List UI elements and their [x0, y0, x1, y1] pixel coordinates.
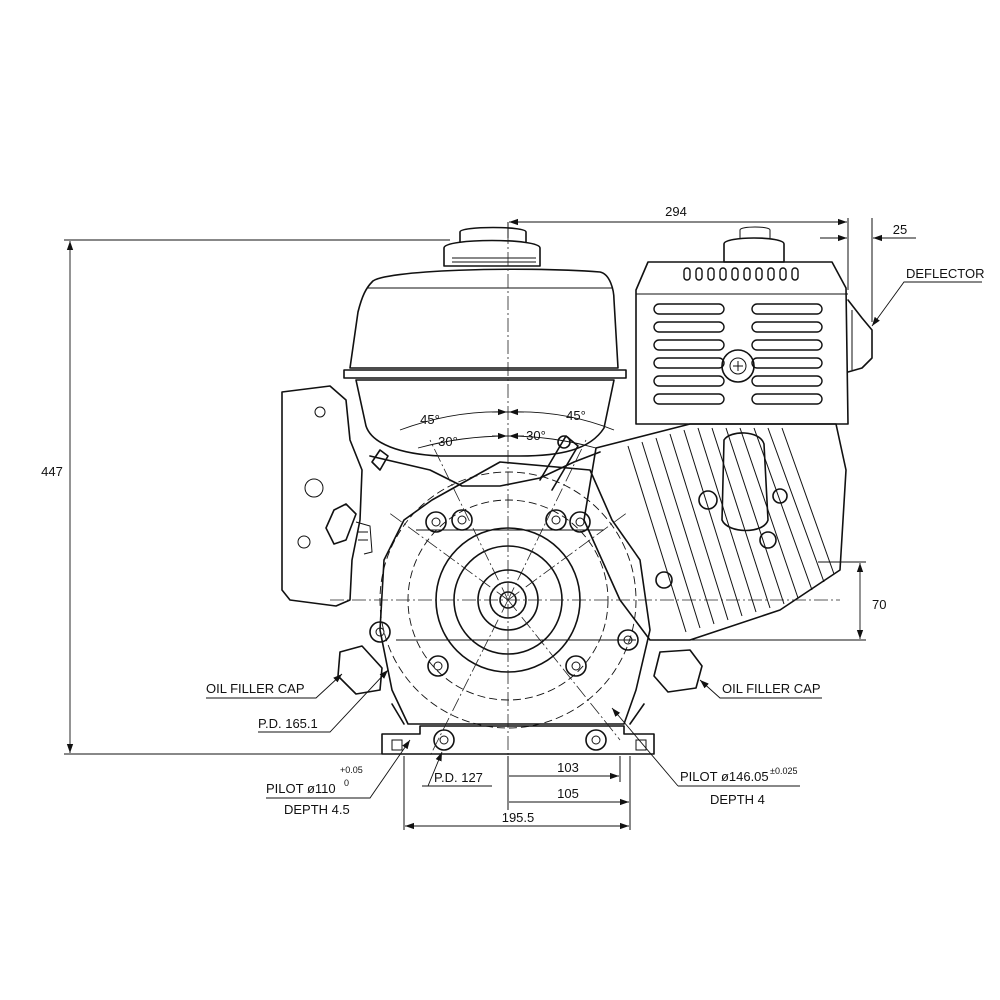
depth-4-label: DEPTH 4: [710, 792, 765, 807]
pilot-146-label: PILOT ø146.05: [680, 769, 769, 784]
dim-195-5: 195.5: [502, 810, 535, 825]
leader-lines: [206, 281, 982, 799]
dimension-labels: 294 25 447 70 103 105 195.5: [41, 204, 907, 825]
muffler: [635, 226, 849, 425]
base-flange: [381, 703, 655, 755]
dim-105: 105: [557, 786, 579, 801]
oil-filler-cap-right-label: OIL FILLER CAP: [722, 681, 821, 696]
engine-outline: [281, 226, 873, 755]
muffler-left-louvres: [653, 303, 725, 405]
angle-labels: 45° 45° 30° 30°: [420, 408, 586, 449]
oil-filler-cap-left-label: OIL FILLER CAP: [206, 681, 305, 696]
dim-103: 103: [557, 760, 579, 775]
callout-labels: DEFLECTOR OIL FILLER CAP OIL FILLER CAP …: [206, 266, 985, 817]
pd-127-label: P.D. 127: [434, 770, 483, 785]
angle-arcs: [399, 408, 615, 449]
fuel-tank: [343, 268, 627, 457]
dim-294: 294: [665, 204, 687, 219]
side-bracket-plate: [281, 385, 363, 607]
pilot-110-tol-lower: 0: [344, 778, 349, 788]
angle-right-30: 30°: [526, 428, 546, 443]
deflector: [847, 299, 873, 373]
fuel-cap: [443, 226, 541, 267]
muffler-top-slots: [683, 267, 799, 281]
dim-70: 70: [872, 597, 886, 612]
center-lines: [330, 230, 840, 800]
muffler-right-louvres: [751, 303, 823, 405]
oil-filler-cap-left-shape: [337, 645, 383, 695]
depth-4-5-label: DEPTH 4.5: [284, 802, 350, 817]
pd-165-label: P.D. 165.1: [258, 716, 318, 731]
oil-filler-cap-right-shape: [653, 649, 703, 693]
dim-25: 25: [893, 222, 907, 237]
bolt-bosses: [369, 509, 639, 751]
angle-right-45: 45°: [566, 408, 586, 423]
pilot-110-tol-upper: +0.05: [340, 765, 363, 775]
dimension-lines: [64, 218, 916, 830]
governor-linkage: [325, 435, 601, 555]
dim-447: 447: [41, 464, 63, 479]
cylinder-fins: [583, 423, 847, 641]
pilot-110-label: PILOT ø110: [266, 781, 336, 796]
deflector-label: DEFLECTOR: [906, 266, 985, 281]
angle-left-30: 30°: [438, 434, 458, 449]
angle-left-45: 45°: [420, 412, 440, 427]
crankcase: [379, 461, 651, 725]
pilot-146-tol: ±0.025: [770, 766, 797, 776]
